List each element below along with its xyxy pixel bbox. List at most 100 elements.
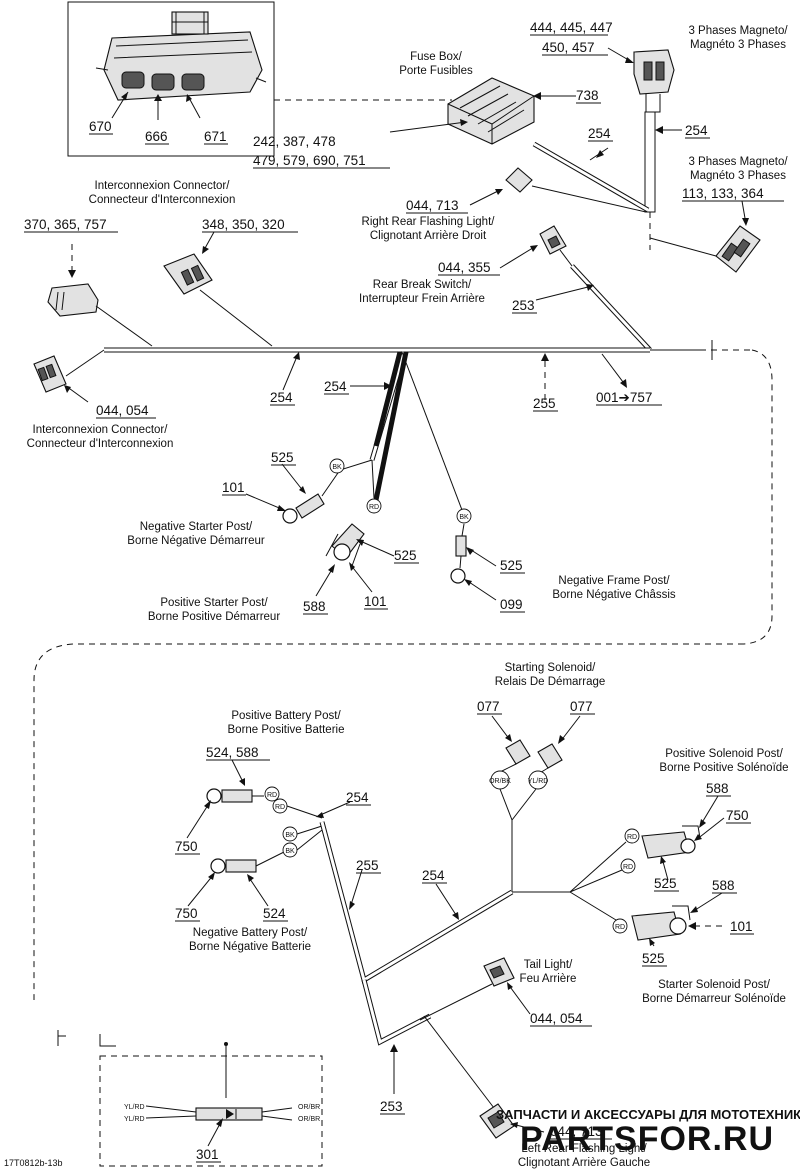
connector-detail-inset: 670 666 671	[67, 1, 275, 157]
wire-tag-yl-rd-left: YL/RD	[124, 1104, 145, 1111]
ref-254-mid: 254	[422, 868, 445, 883]
wire-tag-bk-4: BK	[282, 842, 298, 858]
label-tail-light-fr: Feu Arrière	[520, 973, 577, 985]
ref-671: 671	[204, 129, 227, 144]
rear-brake-switch-connector	[539, 225, 567, 255]
label-left-rear-flashing-fr: Clignotant Arrière Gauche	[518, 1157, 650, 1169]
label-starting-solenoid: Starting Solenoid/	[505, 662, 597, 674]
wire-tag-text: RD	[267, 792, 277, 799]
wire-tag-text: RD	[627, 834, 637, 841]
wire-tag-text: OR/BK	[489, 778, 511, 785]
fuse-box-component	[447, 77, 535, 145]
ref-750-c: 750	[726, 808, 749, 823]
label-interconnexion-left-fr: Connecteur d'Interconnexion	[27, 438, 174, 450]
ref-101-b: 101	[364, 594, 387, 609]
ref-113-133-364: 113, 133, 364	[682, 186, 764, 201]
wire-tag-text: RD	[615, 924, 625, 931]
positive-starter-ring-terminal	[325, 523, 365, 567]
label-negative-starter-post-fr: Borne Négative Démarreur	[127, 535, 265, 547]
wire-tag-rd-2: RD	[264, 786, 280, 802]
wire-tag-bk-2: BK	[456, 508, 472, 524]
right-rear-flashing-light-connector	[505, 167, 647, 213]
positive-solenoid-terminal	[641, 825, 701, 859]
diode-module	[145, 1105, 293, 1121]
wire-tag-text: BK	[459, 514, 469, 521]
label-porte-fusibles: Porte Fusibles	[399, 65, 473, 77]
label-right-rear-flashing-fr: Clignotant Arrière Droit	[370, 230, 487, 242]
label-positive-starter-post: Positive Starter Post/	[160, 597, 268, 609]
wire-tag-yl-rd: YL/RD	[528, 770, 549, 790]
wire-tag-text: YL/RD	[528, 778, 549, 785]
magneto-connector-mid	[715, 225, 761, 273]
label-tail-light: Tail Light/	[524, 959, 573, 971]
ref-588-b: 588	[706, 781, 729, 796]
wire-tag-text: RD	[623, 864, 633, 871]
ref-242-387-478: 242, 387, 478	[253, 134, 336, 149]
figure-code: 17T0812b-13b	[4, 1158, 63, 1168]
label-negative-starter-post: Negative Starter Post/	[140, 521, 253, 533]
multi-pin-connector-illustration	[95, 11, 267, 101]
label-positive-battery-post-fr: Borne Positive Batterie	[228, 724, 345, 736]
wire-tag-or-br-right-2: OR/BR	[298, 1116, 320, 1123]
ref-670: 670	[89, 119, 112, 134]
tail-light-connector	[419, 957, 515, 1021]
wire-tag-rd-5: RD	[620, 858, 636, 874]
label-magneto-top-fr: Magnéto 3 Phases	[690, 39, 786, 51]
ref-253-bottom: 253	[380, 1099, 403, 1114]
ref-253-top: 253	[512, 298, 535, 313]
ref-750-b: 750	[175, 906, 198, 921]
ref-255-bottom: 255	[356, 858, 379, 873]
magneto-connector-top	[633, 49, 675, 113]
ref-077-b: 077	[570, 699, 593, 714]
watermark-line-1: ЗАПЧАСТИ И АКСЕССУАРЫ ДЛЯ МОТОТЕХНИКИ	[496, 1107, 800, 1122]
ref-750-a: 750	[175, 839, 198, 854]
label-starter-solenoid-post: Starter Solenoid Post/	[658, 979, 771, 991]
ref-524-588: 524, 588	[206, 745, 259, 760]
interconnexion-connector-top-left	[47, 283, 153, 347]
ref-099: 099	[500, 597, 523, 612]
ref-444-445-447: 444, 445, 447	[530, 20, 613, 35]
ref-044-355: 044, 355	[438, 260, 491, 275]
wire-tag-rd-1: RD	[366, 498, 382, 514]
fuse-box-wire	[532, 141, 650, 213]
magneto-wire	[644, 111, 656, 213]
ref-254-branch: 254	[324, 379, 347, 394]
label-negative-frame-post: Negative Frame Post/	[558, 575, 670, 587]
ref-077-a: 077	[477, 699, 500, 714]
ref-254-battery: 254	[346, 790, 369, 805]
brake-switch-wire	[570, 264, 652, 352]
label-magneto-mid-fr: Magnéto 3 Phases	[690, 170, 786, 182]
ref-044-713-bottom: 044, 713	[550, 1124, 603, 1139]
ref-254-magneto: 254	[685, 123, 708, 138]
wire-tag-text: RD	[369, 504, 379, 511]
ref-525-d: 525	[654, 876, 677, 891]
watermark: ЗАПЧАСТИ И АКСЕССУАРЫ ДЛЯ МОТОТЕХНИКИ PA…	[496, 1107, 800, 1158]
lower-harness	[319, 821, 514, 1046]
diode-inset: YL/RD YL/RD OR/BR OR/BR 301	[99, 1042, 323, 1167]
label-negative-battery-post: Negative Battery Post/	[193, 927, 308, 939]
ref-666: 666	[145, 129, 168, 144]
ref-255-top: 255	[533, 396, 556, 411]
label-interconnexion-top: Interconnexion Connector/	[95, 180, 231, 192]
label-interconnexion-left: Interconnexion Connector/	[33, 424, 169, 436]
wire-tag-rd-6: RD	[612, 918, 628, 934]
ref-525-e: 525	[642, 951, 665, 966]
ref-588-c: 588	[712, 878, 735, 893]
label-starter-solenoid-post-fr: Borne Démarreur Solénoïde	[642, 993, 786, 1005]
ref-479-579-690-751: 479, 579, 690, 751	[253, 153, 366, 168]
ref-525-a: 525	[271, 450, 294, 465]
solenoid-connector-a	[499, 739, 531, 773]
ref-525-b: 525	[394, 548, 417, 563]
ref-254-fusebox: 254	[588, 126, 611, 141]
ref-044-054-bottom: 044, 054	[530, 1011, 583, 1026]
solenoid-connector-b	[537, 743, 563, 775]
label-positive-battery-post: Positive Battery Post/	[231, 710, 341, 722]
ref-588-a: 588	[303, 599, 326, 614]
label-right-rear-flashing: Right Rear Flashing Light/	[362, 216, 496, 228]
ref-101-a: 101	[222, 480, 245, 495]
harness-branch-starter	[369, 351, 409, 501]
ref-001-757: 001➔757	[596, 390, 652, 405]
negative-battery-ring-terminal	[210, 851, 285, 874]
label-interconnexion-top-fr: Connecteur d'Interconnexion	[89, 194, 236, 206]
